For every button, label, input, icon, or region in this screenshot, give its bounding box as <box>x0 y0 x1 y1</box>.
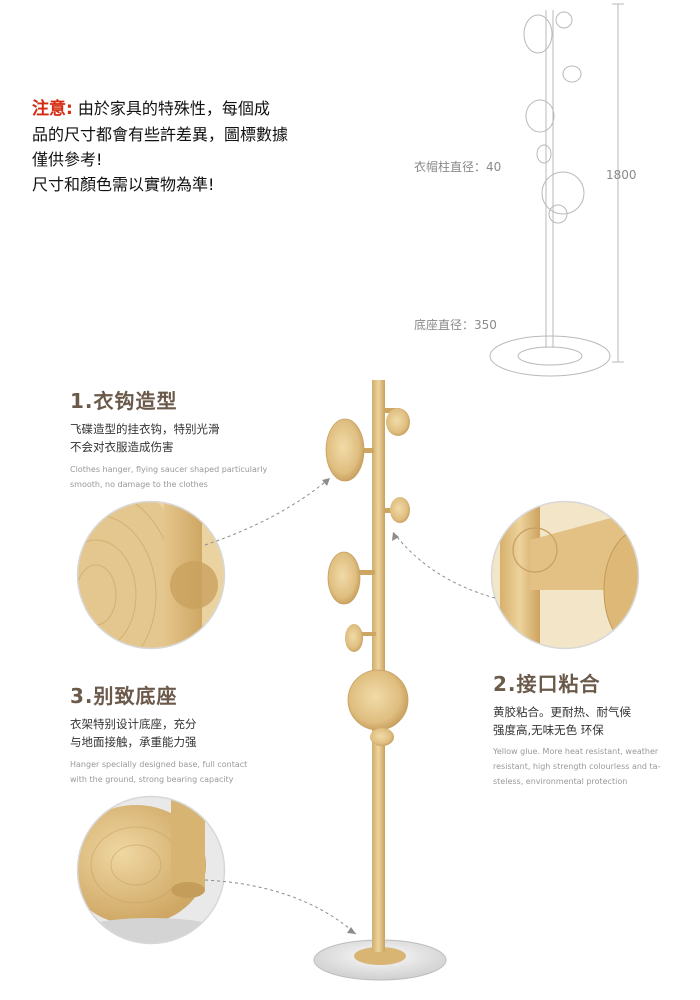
size-notice: 注意: 由於家具的特殊性，每個成 品的尺寸都會有些許差異，圖標數據 僅供參考! … <box>32 96 352 197</box>
notice-line-3: 僅供參考! <box>32 150 103 169</box>
feature-description: 飞碟造型的挂衣钩，特别光滑 <box>70 422 220 436</box>
feature-description-en: with the ground, strong bearing capacity <box>70 775 234 784</box>
feature-description: 黄胶粘合。更耐热、耐气候 <box>493 705 631 719</box>
dimension-drawing <box>489 3 624 377</box>
feature-description: 不会对衣服造成伤害 <box>70 440 174 454</box>
coat-rack-illustration <box>313 380 447 981</box>
feature-description-en: Hanger specially designed base, full con… <box>70 760 248 769</box>
feature-description: 强度高,无味无色 环保 <box>493 723 604 737</box>
feature-description-en: steless, environmental protection <box>493 777 628 786</box>
notice-line-2: 品的尺寸都會有些許差異，圖標數據 <box>32 125 289 144</box>
feature-description: 与地面接触，承重能力强 <box>70 735 197 749</box>
feature-title: 1.衣钩造型 <box>70 389 178 413</box>
base-diameter-label: 底座直径：350 <box>414 318 497 332</box>
feature-title: 2.接口粘合 <box>493 672 601 696</box>
notice-lead: 注意: <box>32 99 73 119</box>
feature-description-en: smooth, no damage to the clothes <box>70 480 208 489</box>
feature-description-en: Yellow glue. More heat resistant, weathe… <box>493 747 659 756</box>
zoom-detail-hook <box>76 500 226 650</box>
feature-description-en: resistant, high strength colourless and … <box>493 762 661 771</box>
feature-description: 衣架特别设计底座，充分 <box>70 717 197 731</box>
notice-line-1: 注意: 由於家具的特殊性，每個成 <box>32 96 352 122</box>
feature-description-en: Clothes hanger, flying saucer shaped par… <box>70 465 268 474</box>
feature-joint-glue: 2.接口粘合 黄胶粘合。更耐热、耐气候 强度高,无味无色 环保 Yellow g… <box>493 668 660 789</box>
pole-diameter-label: 衣帽柱直径：40 <box>414 160 502 174</box>
feature-title: 3.别致底座 <box>70 684 178 708</box>
notice-text-1: 由於家具的特殊性，每個成 <box>77 99 270 118</box>
height-label: 1800 <box>606 168 637 182</box>
feature-hook-shape: 1.衣钩造型 飞碟造型的挂衣钩，特别光滑 不会对衣服造成伤害 Clothes h… <box>70 385 267 492</box>
notice-line-4: 尺寸和顏色需以實物為準! <box>32 175 215 194</box>
zoom-detail-base <box>76 795 226 945</box>
feature-base: 3.别致底座 衣架特别设计底座，充分 与地面接触，承重能力强 Hanger sp… <box>70 680 247 787</box>
